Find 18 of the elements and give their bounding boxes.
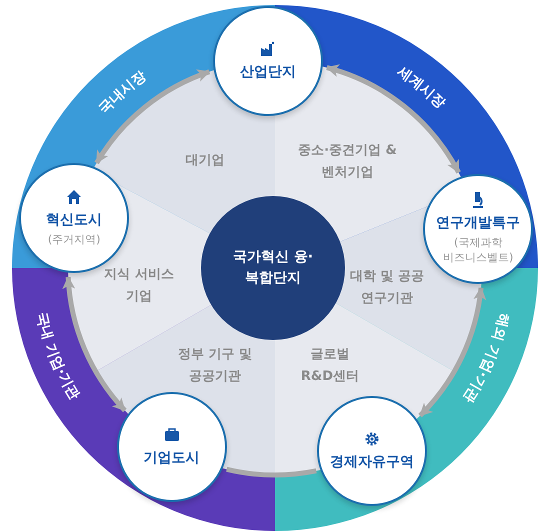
arrow <box>418 286 486 418</box>
center-title: 국가혁신 융·복합단지 <box>232 248 314 288</box>
zone-title: 기업도시 <box>144 449 200 468</box>
zone-title: 경제자유구역 <box>330 452 414 471</box>
sector-label: 대기업 <box>184 152 226 170</box>
zone-title: 혁신도시 <box>46 210 102 229</box>
zone-title: 연구개발특구 <box>436 214 520 232</box>
arrow <box>94 69 210 164</box>
arrow <box>326 65 461 174</box>
zone-subtitle: (주거지역) <box>46 232 102 247</box>
arrow <box>62 276 127 412</box>
sector-label: 지식 서비스 기업 <box>103 266 175 306</box>
zone-subtitle: (국제과학 비즈니스벨트) <box>442 235 514 265</box>
sector-label: 정부 기구 및 공공기관 <box>176 346 254 386</box>
sector-label: 대학 및 공공 연구기관 <box>348 268 426 308</box>
sector-label: 중소·중견기업 & 벤처기업 <box>297 142 398 182</box>
sector-label: 글로벌 R&D센터 <box>300 346 360 386</box>
zone-title: 산업단지 <box>240 63 296 82</box>
